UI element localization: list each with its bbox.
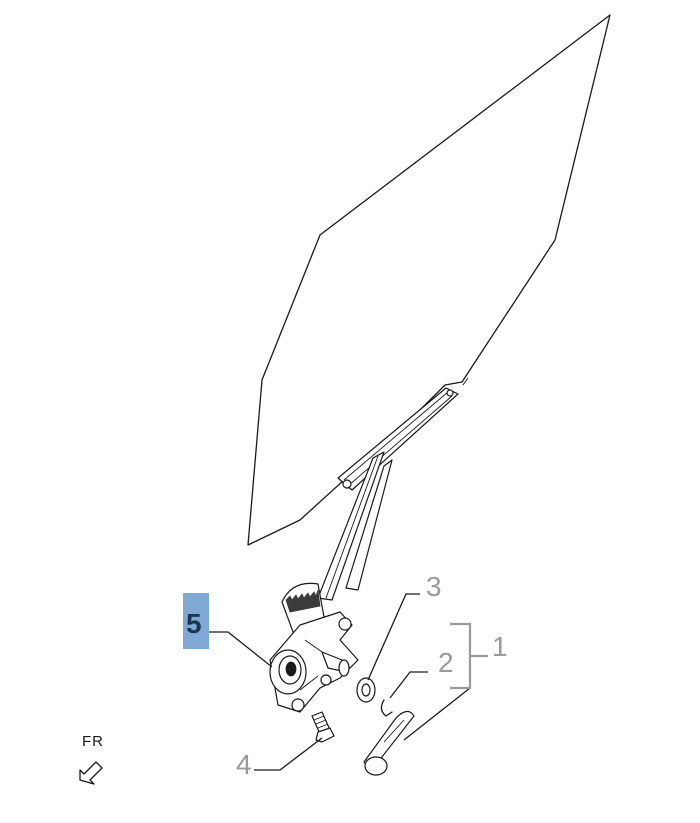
door-glass <box>247 14 611 546</box>
leader-lines <box>206 593 471 771</box>
callout-1-bracket <box>450 622 488 690</box>
washer <box>356 677 376 703</box>
regulator-assembly <box>269 611 359 713</box>
crank-handle <box>363 710 415 776</box>
callout-2[interactable]: 2 <box>438 647 454 678</box>
callout-4[interactable]: 4 <box>236 749 252 780</box>
orientation-marker: FR <box>79 733 104 785</box>
callout-3[interactable]: 3 <box>426 571 442 602</box>
orientation-label: FR <box>82 733 104 750</box>
clip <box>380 699 393 717</box>
glass-channel <box>337 387 459 491</box>
regulator-arms <box>317 451 393 601</box>
arrow-front-icon <box>79 761 103 785</box>
callout-1[interactable]: 1 <box>492 631 508 662</box>
callout-5[interactable]: 5 <box>186 608 202 639</box>
bolt <box>311 711 335 743</box>
callout-5-highlight <box>183 593 209 649</box>
